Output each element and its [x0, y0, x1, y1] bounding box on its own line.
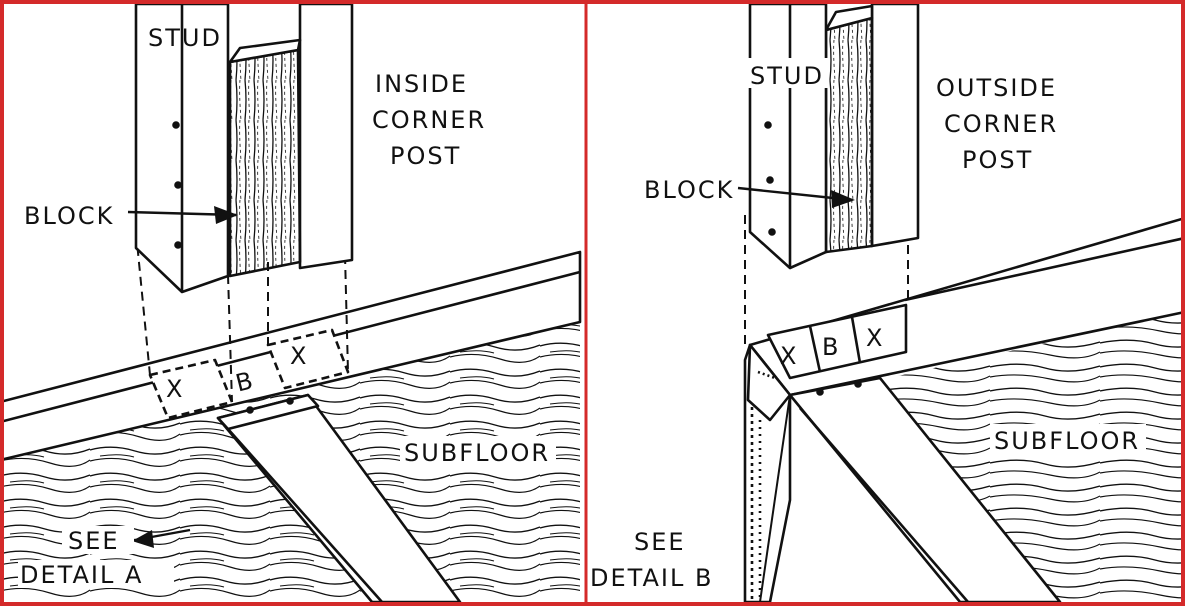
right-block-label: BLOCK — [644, 176, 734, 204]
left-post-line3: POST — [390, 142, 461, 170]
left-see-label: SEE — [68, 527, 120, 555]
left-detail-label: DETAIL A — [20, 561, 143, 589]
left-mark-x1: X — [166, 375, 184, 403]
right-post-line3: POST — [962, 146, 1033, 174]
left-stud-label: STUD — [148, 24, 222, 52]
left-post-line1: INSIDE — [375, 70, 468, 98]
left-block-label: BLOCK — [24, 202, 114, 230]
block-right — [824, 16, 874, 254]
block-left — [228, 48, 302, 278]
subfloor-right — [880, 312, 1181, 602]
right-post-line2: CORNER — [944, 110, 1058, 138]
left-post-line2: CORNER — [372, 106, 486, 134]
right-mark-b: B — [822, 333, 840, 361]
right-stud-label: STUD — [750, 62, 824, 90]
right-mark-x1: X — [780, 342, 798, 370]
right-detail-label: DETAIL B — [590, 564, 713, 592]
right-mark-x2: X — [866, 324, 884, 352]
left-mark-x2: X — [290, 342, 308, 370]
joist-right — [788, 376, 1062, 602]
left-subfloor-label: SUBFLOOR — [404, 439, 550, 467]
left-panel-drawing — [4, 4, 582, 602]
right-see-label: SEE — [634, 528, 686, 556]
right-post-line1: OUTSIDE — [936, 74, 1057, 102]
right-subfloor-label: SUBFLOOR — [994, 427, 1140, 455]
